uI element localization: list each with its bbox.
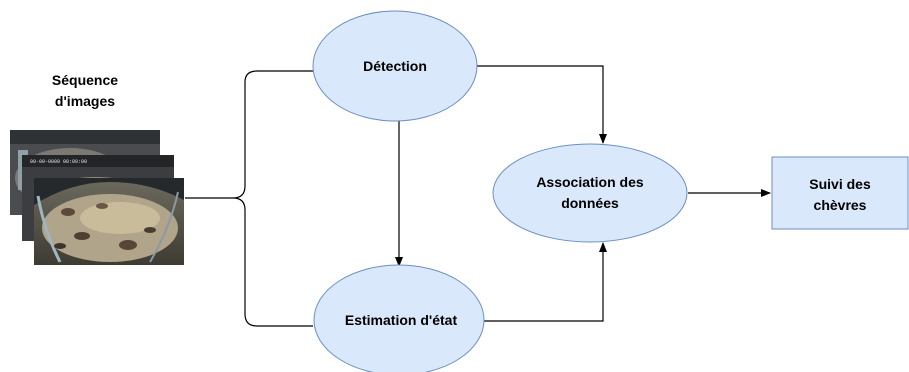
input-label-line2: d'images	[55, 93, 115, 109]
split-connector	[185, 70, 313, 327]
node-tracking[interactable]: Suivi des chèvres	[771, 156, 909, 230]
node-detection[interactable]: Détection	[312, 10, 478, 122]
image-sequence-stack: 00-00-0000 00:00:00	[10, 130, 184, 265]
frame-timestamp-middle: 00-00-0000 00:00:00	[30, 159, 87, 165]
node-state-estimation-label: Estimation d'état	[345, 312, 458, 328]
node-association-label-line1: Association des	[536, 174, 644, 190]
image-frame-front	[34, 178, 184, 265]
node-tracking-label-line2: chèvres	[814, 197, 867, 213]
node-detection-label: Détection	[363, 58, 427, 74]
node-state-estimation[interactable]: Estimation d'état	[313, 264, 485, 372]
edge-estimation-to-association	[484, 242, 607, 322]
node-association-label-line2: données	[561, 195, 619, 211]
node-association[interactable]: Association des données	[492, 143, 688, 243]
input-label-line1: Séquence	[52, 72, 118, 88]
node-tracking-label-line1: Suivi des	[809, 176, 871, 192]
edge-detection-to-association	[476, 65, 607, 144]
